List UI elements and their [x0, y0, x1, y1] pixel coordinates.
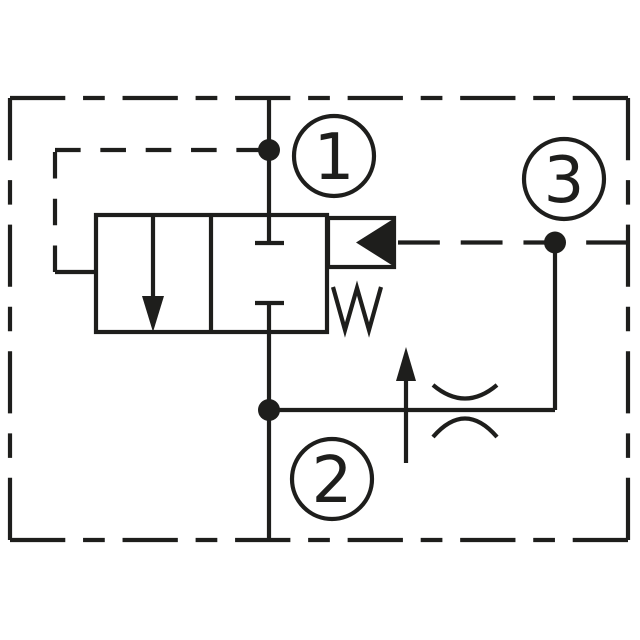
port-3-circle — [521, 136, 607, 222]
port-markers: 1 2 3 — [289, 113, 607, 522]
junction-dot-port2 — [258, 399, 280, 421]
flow-path-arrow-head-icon — [142, 296, 164, 332]
junction-dot-port3 — [544, 231, 566, 254]
junction-dot-port1 — [258, 139, 280, 161]
pilot-control-lines — [52, 147, 628, 275]
flow-direction-arrow-head-icon — [396, 347, 416, 381]
valve — [93, 212, 330, 335]
branch-2-to-3 — [269, 242, 558, 463]
pilot-actuator — [325, 215, 397, 270]
port-2-circle — [289, 436, 375, 522]
port-1-circle — [291, 113, 377, 199]
pilot-triangle-icon — [356, 218, 394, 267]
spring-icon — [330, 280, 384, 338]
orifice-upper-arc-icon — [431, 383, 499, 401]
port-3-label: 3 — [544, 144, 585, 218]
orifice-lower-arc-icon — [431, 416, 499, 439]
junctions — [258, 139, 566, 421]
envelope — [7, 95, 631, 543]
port-2-label: 2 — [312, 444, 353, 518]
port-1-label: 1 — [314, 121, 355, 195]
